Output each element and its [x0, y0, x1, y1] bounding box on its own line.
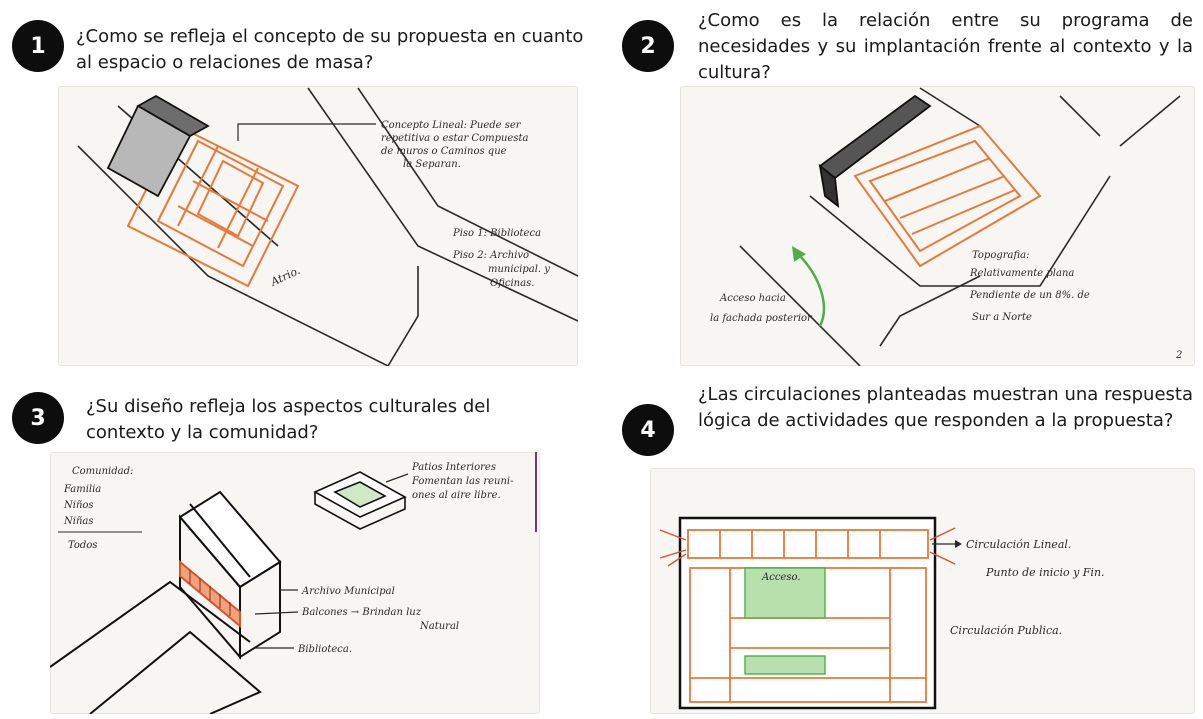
note-acceso: Acceso.	[761, 572, 801, 583]
note-acceso-2: la fachada posterior	[710, 313, 813, 324]
sketch-2-drawing: Topografia: Relativamente plana Pendient…	[710, 87, 1182, 366]
question-number-2: 2	[622, 20, 674, 72]
note-concepto-line-3: de muros o Caminos que	[381, 146, 507, 157]
question-1-text: ¿Como se refleja el concepto de su propu…	[76, 26, 584, 73]
note-topografia-2: Relativamente plana	[969, 268, 1074, 279]
note-topografia-4: Sur a Norte	[972, 312, 1032, 323]
note-balcones-2: Natural	[419, 621, 459, 632]
note-biblioteca: Biblioteca.	[297, 644, 352, 655]
note-concepto-line-4: la Separan.	[403, 159, 461, 170]
note-comunidad-ninas: Niñas	[63, 516, 93, 527]
question-number-3: 3	[12, 392, 64, 444]
question-4-text: ¿Las circulaciones planteadas muestran u…	[698, 384, 1193, 431]
question-3-text: ¿Su diseño refleja los aspectos cultural…	[86, 396, 491, 443]
sketch-3: Comunidad: Familia Niños Niñas Todos	[50, 452, 540, 714]
sketch-3-drawing: Comunidad: Familia Niños Niñas Todos	[50, 452, 537, 714]
sketch-1: Concepto Lineal: Puede ser repetitiva o …	[58, 86, 578, 366]
note-circ-publica: Circulación Publica.	[950, 624, 1062, 637]
note-patios-3: ones al aire libre.	[412, 490, 501, 501]
note-topografia-3: Pendiente de un 8%. de	[969, 290, 1090, 301]
note-circ-lineal: Circulación Lineal.	[966, 538, 1071, 551]
note-atrio: Atrio.	[268, 264, 302, 289]
question-2-text: ¿Como es la relación entre su programa d…	[698, 10, 1193, 83]
note-acceso-1: Acceso hacia	[719, 293, 786, 304]
note-balcones-1: Balcones → Brindan luz	[301, 607, 422, 618]
note-comunidad-title: Comunidad:	[72, 466, 133, 477]
note-comunidad-todos: Todos	[68, 540, 97, 551]
note-piso-2c: Oficinas.	[490, 278, 534, 289]
question-number-1: 1	[12, 20, 64, 72]
sketch-4: Acceso. Circulación Lineal. Punto de ini…	[650, 468, 1195, 714]
note-piso-2: Piso 2: Archivo	[452, 250, 529, 261]
note-archivo: Archivo Municipal	[301, 586, 395, 597]
note-punto: Punto de inicio y Fin.	[985, 566, 1105, 579]
note-concepto-line-2: repetitiva o estar Compuesta	[381, 133, 528, 144]
sketch-1-drawing: Concepto Lineal: Puede ser repetitiva o …	[77, 87, 578, 366]
note-topografia-1: Topografia:	[972, 250, 1029, 261]
question-number-4: 4	[622, 404, 674, 456]
note-concepto-line-1: Concepto Lineal: Puede ser	[381, 120, 522, 131]
sketch-4-drawing: Acceso. Circulación Lineal. Punto de ini…	[659, 516, 1105, 710]
note-patios-2: Fomentan las reuni-	[411, 476, 514, 487]
sketch-2: Topografia: Relativamente plana Pendient…	[680, 86, 1195, 366]
page-mark: 2	[1175, 350, 1182, 361]
note-patios-1: Patios Interiores	[411, 462, 496, 473]
note-comunidad-familia: Familia	[63, 484, 101, 495]
note-piso-2b: municipal. y	[488, 264, 550, 275]
note-comunidad-ninos: Niños	[63, 500, 94, 511]
note-piso-1: Piso 1: Biblioteca	[452, 228, 541, 239]
